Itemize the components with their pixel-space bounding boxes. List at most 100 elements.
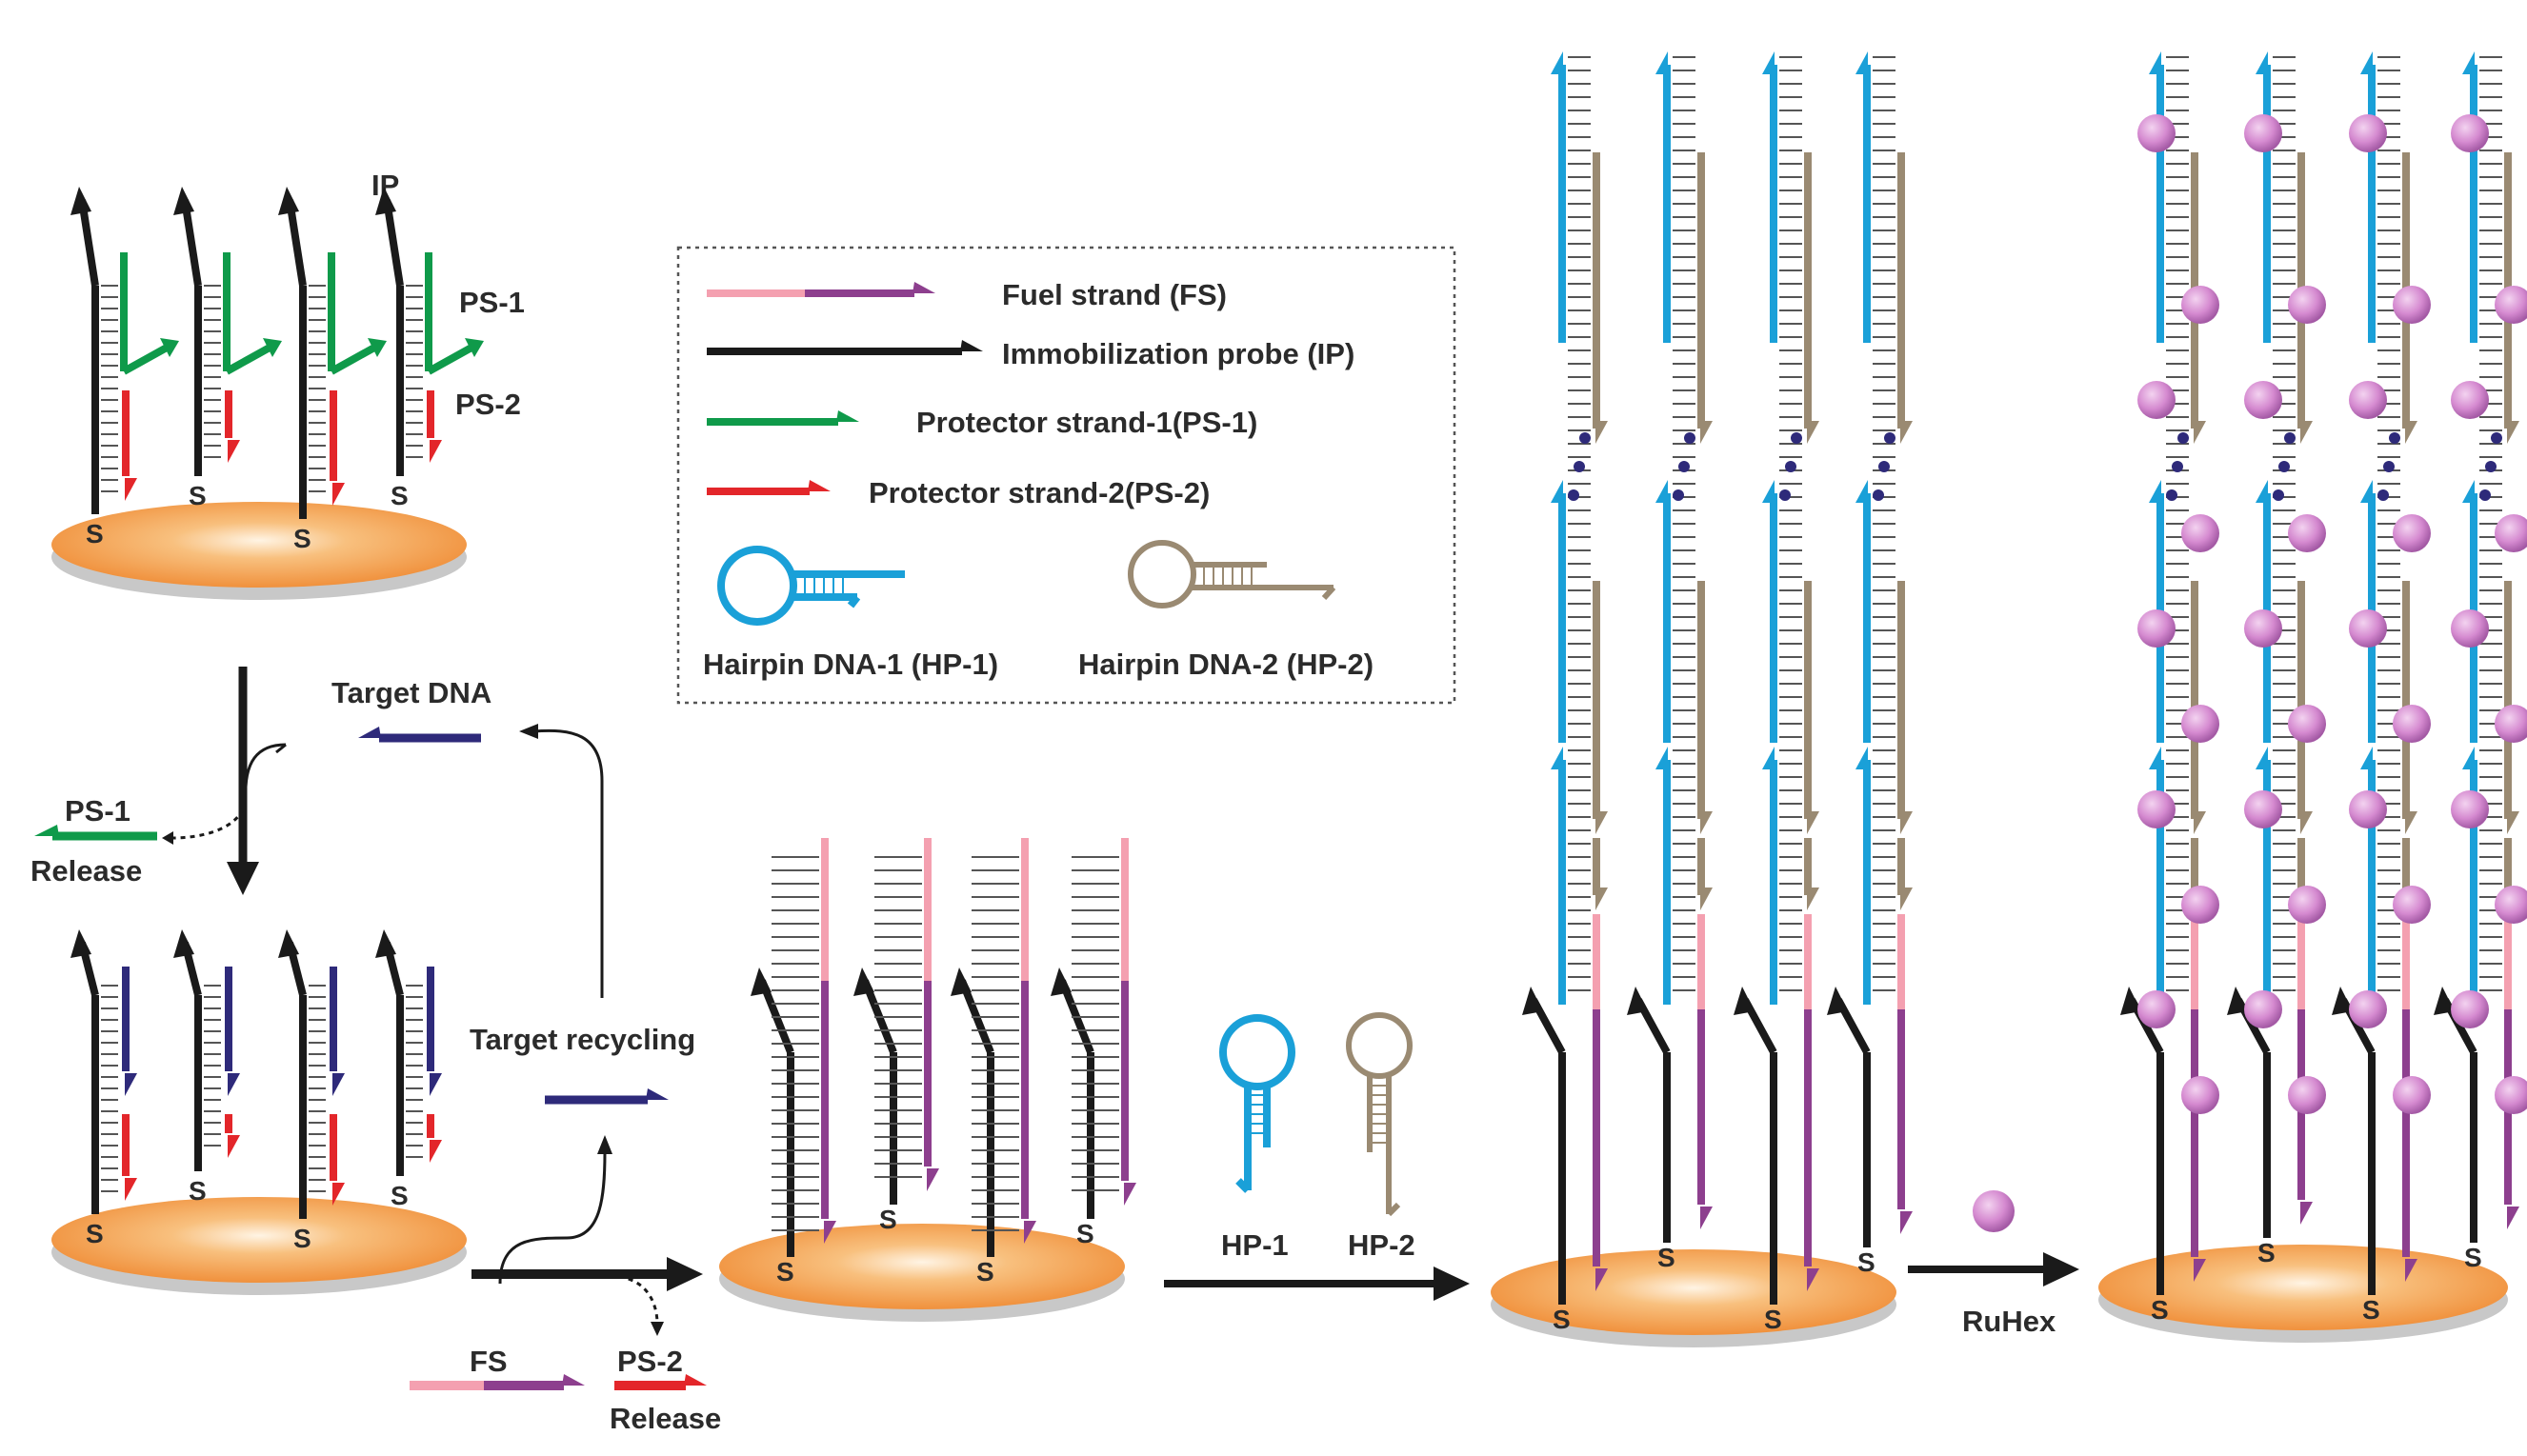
ruhex-ball [2451, 381, 2489, 419]
ip-strand-tip [278, 187, 299, 215]
free-ruhex-ball [1973, 1190, 2015, 1232]
strand-arrowhead [2194, 421, 2206, 444]
ps1-arrowhead [465, 338, 484, 357]
thiol-s-label: S [189, 481, 207, 510]
fuel-complex-3: S [951, 838, 1036, 1286]
continuation-dot [2479, 489, 2491, 501]
ip-strand-tip [2120, 987, 2141, 1015]
ruhex-ball [2349, 114, 2387, 152]
ruhex-ball [2495, 286, 2527, 324]
ps1-label: PS-1 [459, 286, 525, 319]
continuation-dot [1678, 461, 1690, 472]
target-complex-4: S [375, 929, 442, 1210]
continuation-dot [1568, 489, 1579, 501]
strand-arrowhead [1855, 480, 1868, 503]
strand-arrowhead [2360, 51, 2373, 74]
strand-arrowhead [1700, 421, 1713, 444]
hp2-label: HP-2 [1348, 1228, 1415, 1262]
ruhex-panel-chain-1: S [2120, 51, 2219, 1325]
thiol-s-label: S [776, 1257, 794, 1286]
ruhex-ball [2244, 790, 2282, 828]
ip-strand-tip [173, 187, 194, 215]
strand-arrowhead [1551, 747, 1563, 769]
strand-arrowhead [228, 440, 240, 463]
ip-strand-bend [78, 199, 99, 287]
strand-arrowhead [2300, 811, 2313, 834]
strand-arrowhead [2300, 421, 2313, 444]
strand-arrowhead [2462, 480, 2475, 503]
legend-protector-strand-2: Protector strand-2(PS-2) [869, 476, 1210, 509]
process-arrows [471, 1252, 2079, 1301]
strand-arrowhead [2360, 480, 2373, 503]
thiol-s-label: S [1076, 1219, 1094, 1248]
electrode-disk-4 [1491, 1249, 1896, 1347]
released-ps2-strand [614, 1374, 707, 1390]
ip-strand-tip [951, 967, 972, 996]
thiol-s-label: S [86, 519, 104, 548]
ruhex-ball [2244, 381, 2282, 419]
ip-strand-tip [1627, 987, 1648, 1015]
target-dna-label: Target DNA [331, 676, 491, 709]
target-recycling-label: Target recycling [470, 1023, 695, 1056]
continuation-dot [1673, 489, 1684, 501]
ip-strand-tip [375, 929, 396, 958]
strand-arrowhead [1900, 811, 1913, 834]
continuation-dot [1785, 461, 1796, 472]
ruhex-ball [2393, 286, 2431, 324]
ruhex-ball [2393, 886, 2431, 924]
ps1-arrowhead [368, 338, 387, 357]
electrode-disk-1 [51, 502, 467, 600]
strand-arrowhead [1700, 811, 1713, 834]
strand-arrowhead [1124, 1183, 1136, 1206]
ruhex-ball [2137, 114, 2176, 152]
continuation-dot [2172, 461, 2183, 472]
legend-box: Fuel strand (FS) Immobilization probe (I… [676, 246, 1456, 705]
legend-hairpin-2-symbol [1128, 540, 1336, 608]
strand-arrowhead [1595, 1268, 1608, 1291]
strand-arrowhead [2194, 811, 2206, 834]
fs-to-target-curve [498, 1151, 607, 1285]
ruhex-ball [2137, 790, 2176, 828]
ruhex-ball [2393, 514, 2431, 552]
down-arrow-head [227, 862, 259, 895]
continuation-dot [1684, 432, 1695, 444]
hcr-panel-chain-2: S [1627, 51, 1713, 1272]
ps1-release-label: Release [30, 854, 142, 888]
free-fuel-strand [410, 1374, 585, 1390]
continuation-dot [1574, 461, 1585, 472]
ip-strand-tip [1734, 987, 1755, 1015]
strand-arrowhead [228, 1073, 240, 1096]
ps1-arrowhead [263, 338, 282, 357]
ruhex-ball [2137, 609, 2176, 648]
ip-strand-tip [853, 967, 874, 996]
strand-arrowhead [2149, 747, 2161, 769]
hcr-panel-chain-3: S [1734, 51, 1819, 1334]
strand-arrowhead [927, 1168, 939, 1191]
strand-arrowhead [2194, 1259, 2206, 1282]
ip-strand-bend [181, 199, 202, 287]
target-complex-1: S [70, 929, 137, 1248]
ruhex-ball [2288, 705, 2326, 743]
strand-arrowhead [2507, 1207, 2519, 1229]
legend-immobilization-probe: Immobilization probe (IP) [1002, 337, 1354, 370]
legend-fuel-strand-symbol [707, 282, 935, 297]
ruhex-ball [2451, 990, 2489, 1028]
continuation-dot [2383, 461, 2395, 472]
strand-arrowhead [332, 483, 345, 506]
ps1-strand-bend [122, 344, 169, 375]
thiol-s-label: S [391, 1181, 409, 1210]
thiol-s-label: S [293, 524, 311, 553]
ruhex-ball [2137, 381, 2176, 419]
strand-arrowhead [2256, 51, 2268, 74]
continuation-dot [1884, 432, 1895, 444]
ruhex-label: RuHex [1962, 1305, 2056, 1338]
strand-arrowhead [2149, 480, 2161, 503]
ruhex-ball [2181, 886, 2219, 924]
ruhex-ball [2288, 1076, 2326, 1114]
strand-arrowhead [125, 478, 137, 501]
strand-arrowhead [2462, 51, 2475, 74]
legend-ip-symbol [707, 340, 983, 355]
